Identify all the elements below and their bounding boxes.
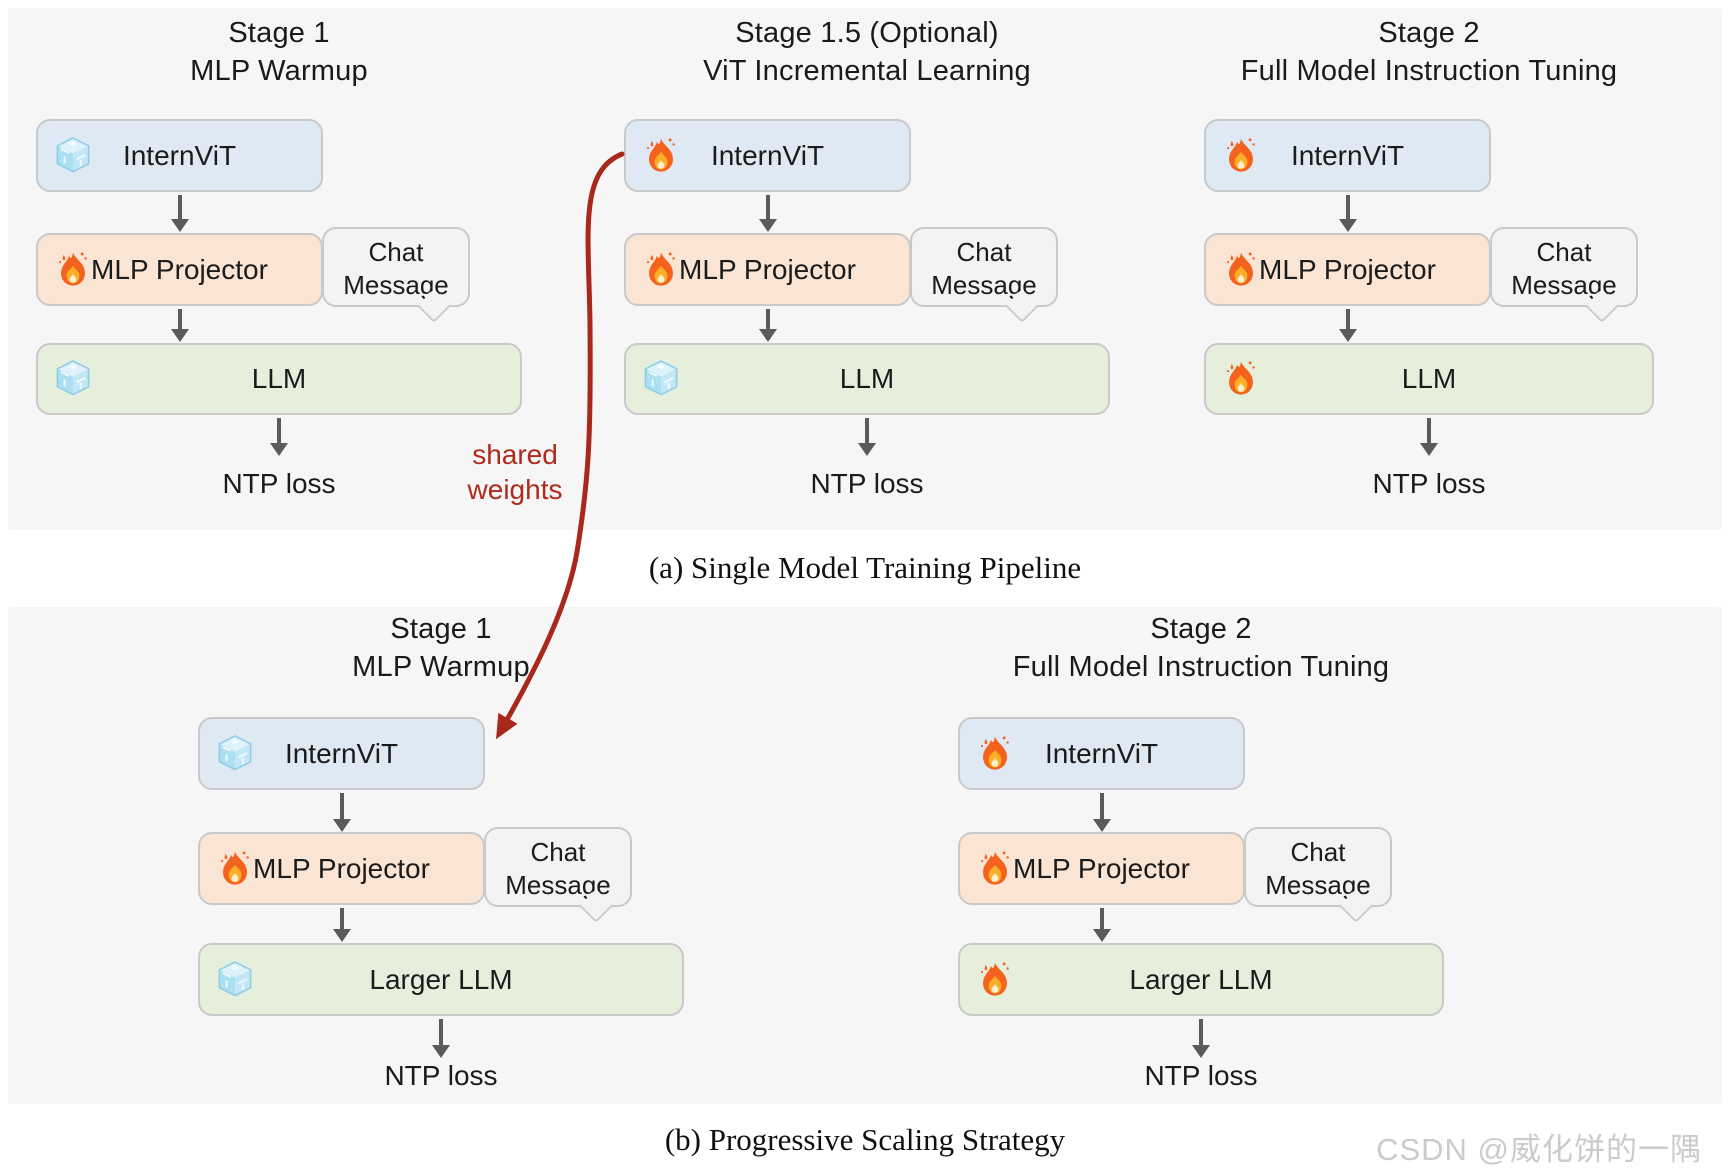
- shared-weights-label: shared weights: [430, 437, 600, 507]
- internvit-box: InternViT: [1204, 119, 1491, 192]
- box-label: InternViT: [1044, 737, 1159, 769]
- down-arrow: [759, 309, 777, 342]
- stage-title: Stage 1 MLP Warmup: [36, 14, 522, 90]
- box-label: MLP Projector: [1259, 253, 1436, 285]
- stage-title-line2: MLP Warmup: [190, 55, 368, 87]
- bubble-line: Chat: [1290, 837, 1346, 867]
- box-label: InternViT: [284, 737, 399, 769]
- down-arrow: [1420, 418, 1438, 456]
- ntp-loss-label: NTP loss: [1372, 468, 1486, 499]
- stage-title-line1: Stage 1: [390, 613, 492, 645]
- down-arrow: [171, 309, 189, 342]
- mlp-projector-box: MLP Projector: [198, 832, 485, 905]
- down-arrow: [270, 418, 288, 456]
- llm-box: LLM: [624, 343, 1110, 415]
- chat-message-bubble: Chat Message: [1244, 827, 1392, 907]
- box-label: InternViT: [122, 139, 237, 171]
- frozen-icon: [51, 355, 95, 403]
- box-label: MLP Projector: [253, 852, 430, 884]
- stage-column: Stage 1.5 (Optional) ViT Incremental Lea…: [624, 0, 1110, 1174]
- bubble-line: Message: [505, 870, 611, 900]
- internvit-box: InternViT: [36, 119, 323, 192]
- stage-title-line1: Stage 2: [1378, 17, 1480, 49]
- llm-box: LLM: [1204, 343, 1654, 415]
- down-arrow: [333, 908, 351, 942]
- fire-icon: [973, 956, 1017, 1004]
- down-arrow: [171, 195, 189, 232]
- shared-weights-line2: weights: [467, 474, 563, 505]
- stage-title-line2: Full Model Instruction Tuning: [1240, 55, 1618, 87]
- frozen-icon: [213, 730, 257, 778]
- down-arrow: [1093, 908, 1111, 942]
- stage-title-line2: ViT Incremental Learning: [703, 55, 1031, 87]
- fire-icon: [213, 845, 257, 893]
- fire-icon: [973, 845, 1017, 893]
- caption-b: (b) Progressive Scaling Strategy: [664, 1122, 1066, 1157]
- stage-title-line2: MLP Warmup: [352, 651, 530, 683]
- box-label: Larger LLM: [1129, 963, 1273, 995]
- stage-column: Stage 2 Full Model Instruction Tuning In…: [958, 0, 1444, 1174]
- bubble-line: Chat: [956, 237, 1012, 267]
- down-arrow: [1339, 195, 1357, 232]
- chat-message-bubble: Chat Message: [1490, 227, 1638, 307]
- stage-title: Stage 2 Full Model Instruction Tuning: [958, 610, 1444, 686]
- box-label: InternViT: [1290, 139, 1405, 171]
- stage-title-line1: Stage 2: [1150, 613, 1252, 645]
- down-arrow: [333, 793, 351, 832]
- internvit-box: InternViT: [624, 119, 911, 192]
- internvit-box: InternViT: [198, 717, 485, 790]
- box-label: MLP Projector: [91, 253, 268, 285]
- box-label: MLP Projector: [1013, 852, 1190, 884]
- stage-column: Stage 1 MLP Warmup InternViT MLP Project…: [36, 0, 522, 1174]
- down-arrow: [1339, 309, 1357, 342]
- bubble-line: Message: [1265, 870, 1371, 900]
- box-label: LLM: [251, 363, 307, 394]
- bubble-line: Chat: [1536, 237, 1592, 267]
- ntp-loss-label: NTP loss: [222, 468, 336, 499]
- stage-column: Stage 1 MLP Warmup InternViT MLP Project…: [198, 0, 684, 1174]
- internvit-box: InternViT: [958, 717, 1245, 790]
- box-label: Larger LLM: [369, 963, 513, 995]
- down-arrow: [858, 418, 876, 456]
- down-arrow: [432, 1019, 450, 1058]
- bubble-line: Chat: [530, 837, 586, 867]
- mlp-projector-box: MLP Projector: [624, 233, 911, 306]
- stage-column: Stage 2 Full Model Instruction Tuning In…: [1204, 0, 1654, 1174]
- ntp-loss-label: NTP loss: [384, 1060, 498, 1091]
- down-arrow: [759, 195, 777, 232]
- stage-title: Stage 1 MLP Warmup: [198, 610, 684, 686]
- larger-llm-box: Larger LLM: [958, 943, 1444, 1016]
- down-arrow: [1093, 793, 1111, 832]
- box-label: InternViT: [710, 139, 825, 171]
- frozen-icon: [213, 956, 257, 1004]
- chat-message-bubble: Chat Message: [322, 227, 470, 307]
- stage-title-line1: Stage 1.5 (Optional): [735, 17, 999, 49]
- stage-title-line1: Stage 1: [228, 17, 330, 49]
- ntp-loss-label: NTP loss: [1144, 1060, 1258, 1091]
- down-arrow: [1192, 1019, 1210, 1058]
- stage-title-line2: Full Model Instruction Tuning: [1012, 651, 1390, 683]
- box-label: MLP Projector: [679, 253, 856, 285]
- stage-title: Stage 1.5 (Optional) ViT Incremental Lea…: [624, 14, 1110, 90]
- shared-weights-line1: shared: [472, 439, 558, 470]
- ntp-loss-label: NTP loss: [810, 468, 924, 499]
- larger-llm-box: Larger LLM: [198, 943, 684, 1016]
- mlp-projector-box: MLP Projector: [36, 233, 323, 306]
- stage-title: Stage 2 Full Model Instruction Tuning: [1204, 14, 1654, 90]
- mlp-projector-box: MLP Projector: [958, 832, 1245, 905]
- bubble-line: Chat: [368, 237, 424, 267]
- box-label: LLM: [1401, 363, 1457, 394]
- llm-box: LLM: [36, 343, 522, 415]
- frozen-icon: [51, 132, 95, 180]
- caption-a: (a) Single Model Training Pipeline: [648, 550, 1082, 585]
- fire-icon: [973, 730, 1017, 778]
- chat-message-bubble: Chat Message: [484, 827, 632, 907]
- chat-message-bubble: Chat Message: [910, 227, 1058, 307]
- watermark: CSDN @威化饼的一隅: [1376, 1132, 1702, 1167]
- bubble-line: Message: [1511, 270, 1617, 300]
- box-label: LLM: [839, 363, 895, 394]
- fire-icon: [51, 246, 95, 294]
